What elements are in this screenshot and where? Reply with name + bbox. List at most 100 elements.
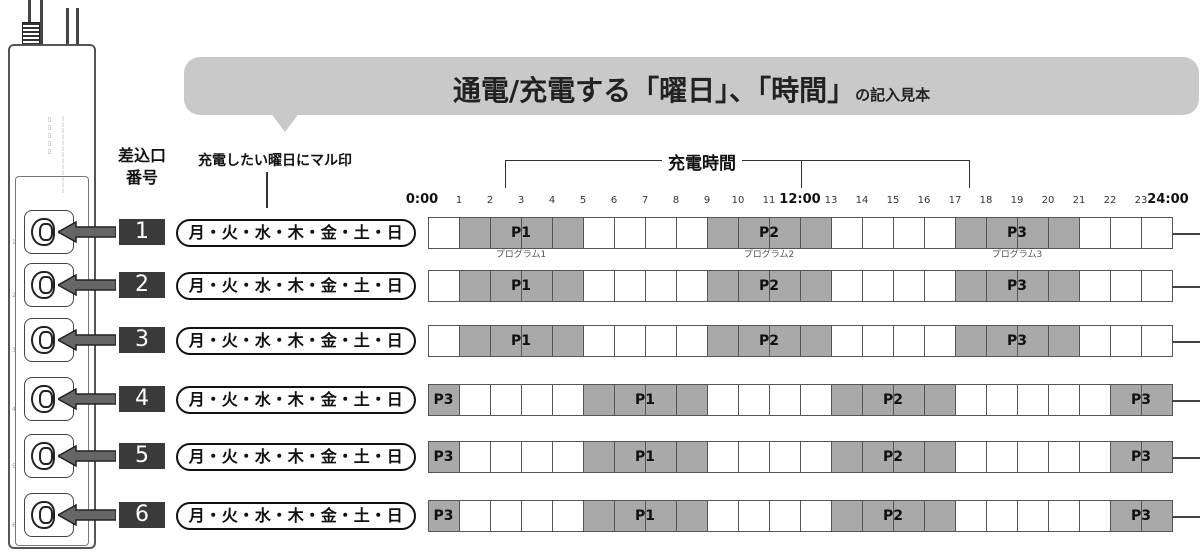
hour-cell[interactable] — [645, 384, 677, 416]
hour-cell[interactable] — [769, 384, 801, 416]
hour-cell[interactable] — [986, 270, 1018, 302]
hour-cell[interactable] — [490, 217, 522, 249]
hour-cell[interactable] — [676, 325, 708, 357]
hour-cell[interactable] — [1110, 270, 1142, 302]
hour-cell[interactable] — [490, 441, 522, 473]
hour-cell[interactable] — [676, 441, 708, 473]
hour-cell[interactable] — [521, 384, 553, 416]
hour-cell[interactable] — [893, 441, 925, 473]
hour-cell[interactable] — [924, 217, 956, 249]
hour-cell[interactable] — [676, 217, 708, 249]
hour-cell[interactable] — [707, 500, 739, 532]
hour-cell[interactable] — [862, 217, 894, 249]
hour-cell[interactable] — [1048, 270, 1080, 302]
hour-cell[interactable] — [986, 441, 1018, 473]
hour-cell[interactable] — [645, 217, 677, 249]
hour-cell[interactable] — [1048, 384, 1080, 416]
hour-cell[interactable] — [769, 500, 801, 532]
weekday-selector[interactable]: 月・火・水・木・金・土・日 — [176, 502, 416, 530]
hour-cell[interactable] — [924, 270, 956, 302]
hour-cell[interactable] — [1110, 325, 1142, 357]
hour-cell[interactable] — [614, 384, 646, 416]
hour-cell[interactable] — [1141, 270, 1173, 302]
hour-cell[interactable] — [738, 441, 770, 473]
hour-cell[interactable] — [1048, 500, 1080, 532]
hour-cell[interactable] — [1110, 217, 1142, 249]
hour-cell[interactable] — [1017, 325, 1049, 357]
hour-cell[interactable] — [707, 270, 739, 302]
hour-cell[interactable] — [707, 441, 739, 473]
hour-cell[interactable] — [862, 270, 894, 302]
hour-cell[interactable] — [1079, 325, 1111, 357]
hour-cell[interactable] — [428, 217, 460, 249]
hour-cell[interactable] — [490, 384, 522, 416]
hour-cell[interactable] — [1017, 270, 1049, 302]
hour-cell[interactable] — [955, 441, 987, 473]
hour-cell[interactable] — [1141, 217, 1173, 249]
hour-cell[interactable] — [831, 325, 863, 357]
hour-cell[interactable] — [1079, 384, 1111, 416]
hour-cell[interactable] — [769, 441, 801, 473]
hour-cell[interactable] — [955, 500, 987, 532]
hour-cell[interactable] — [459, 217, 491, 249]
hour-cell[interactable] — [490, 500, 522, 532]
weekday-selector[interactable]: 月・火・水・木・金・土・日 — [176, 272, 416, 300]
hour-cell[interactable] — [459, 384, 491, 416]
hour-cell[interactable] — [614, 441, 646, 473]
hour-cell[interactable] — [924, 384, 956, 416]
hour-cell[interactable] — [1110, 384, 1142, 416]
hour-cell[interactable] — [862, 325, 894, 357]
hour-cell[interactable] — [831, 270, 863, 302]
hour-cell[interactable] — [428, 325, 460, 357]
hour-cell[interactable] — [521, 500, 553, 532]
hour-cell[interactable] — [738, 325, 770, 357]
hour-cell[interactable] — [552, 270, 584, 302]
hour-cell[interactable] — [955, 270, 987, 302]
hour-cell[interactable] — [831, 500, 863, 532]
hour-cell[interactable] — [1017, 384, 1049, 416]
hour-cell[interactable] — [583, 500, 615, 532]
hour-cell[interactable] — [1141, 441, 1173, 473]
hour-cell[interactable] — [893, 217, 925, 249]
hour-cell[interactable] — [862, 441, 894, 473]
hour-cell[interactable] — [676, 270, 708, 302]
hour-cell[interactable] — [645, 270, 677, 302]
hour-cell[interactable] — [552, 500, 584, 532]
hour-cell[interactable] — [1110, 500, 1142, 532]
hour-cell[interactable] — [676, 500, 708, 532]
weekday-selector[interactable]: 月・火・水・木・金・土・日 — [176, 386, 416, 414]
hour-cell[interactable] — [924, 325, 956, 357]
hour-cell[interactable] — [521, 441, 553, 473]
hour-cell[interactable] — [738, 270, 770, 302]
hour-cell[interactable] — [707, 384, 739, 416]
hour-cell[interactable] — [893, 325, 925, 357]
hour-cell[interactable] — [738, 384, 770, 416]
hour-cell[interactable] — [614, 270, 646, 302]
hour-cell[interactable] — [428, 384, 460, 416]
hour-cell[interactable] — [1079, 270, 1111, 302]
hour-cell[interactable] — [955, 217, 987, 249]
hour-cell[interactable] — [955, 384, 987, 416]
hour-cell[interactable] — [800, 500, 832, 532]
hour-cell[interactable] — [924, 500, 956, 532]
hour-cell[interactable] — [893, 384, 925, 416]
hour-cell[interactable] — [1141, 325, 1173, 357]
hour-cell[interactable] — [1079, 217, 1111, 249]
weekday-selector[interactable]: 月・火・水・木・金・土・日 — [176, 443, 416, 471]
hour-cell[interactable] — [614, 325, 646, 357]
hour-cell[interactable] — [769, 270, 801, 302]
hour-cell[interactable] — [986, 384, 1018, 416]
hour-cell[interactable] — [459, 325, 491, 357]
hour-cell[interactable] — [831, 384, 863, 416]
hour-cell[interactable] — [769, 217, 801, 249]
hour-cell[interactable] — [800, 325, 832, 357]
hour-cell[interactable] — [676, 384, 708, 416]
hour-cell[interactable] — [645, 325, 677, 357]
hour-cell[interactable] — [1048, 325, 1080, 357]
hour-cell[interactable] — [986, 500, 1018, 532]
hour-cell[interactable] — [893, 270, 925, 302]
hour-cell[interactable] — [831, 217, 863, 249]
hour-cell[interactable] — [459, 500, 491, 532]
hour-cell[interactable] — [831, 441, 863, 473]
hour-cell[interactable] — [955, 325, 987, 357]
